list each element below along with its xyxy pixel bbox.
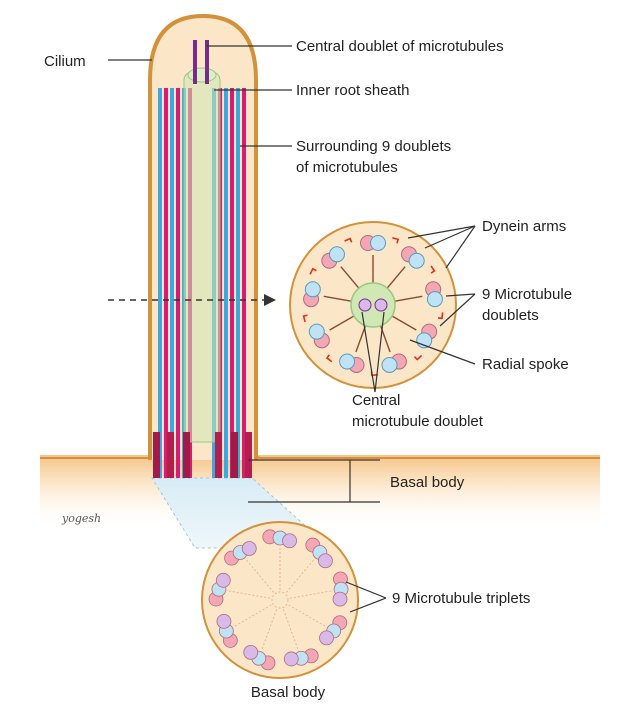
leader-dynein-1: [424, 225, 476, 249]
dynein-arm-1: [392, 236, 400, 244]
basal-spoke-4: [288, 604, 326, 627]
leader-dynein-3: [407, 225, 476, 239]
radial-spoke-9: [340, 266, 361, 291]
dynein-arm-6: [325, 354, 333, 363]
label-cilium: Cilium: [44, 53, 86, 70]
basal-body-cross-section: [201, 521, 359, 679]
doublet-b-7: [308, 323, 325, 340]
inner-root-sheath: [183, 71, 221, 443]
radial-spoke-7: [329, 314, 357, 331]
dynein-arm-8: [309, 267, 317, 275]
dynein-arm-4: [413, 354, 423, 361]
doublet-b-1: [370, 235, 386, 251]
basal-spoke-5: [282, 609, 299, 650]
basal-spoke-8: [228, 590, 271, 599]
basal-spoke-7: [234, 604, 272, 627]
label-mt-doublets-2: doublets: [482, 307, 539, 324]
artist-signature: yogesh: [61, 512, 101, 525]
doublet-b-9: [328, 246, 345, 263]
label-surrounding-doublets-1: Surrounding 9 doublets: [296, 138, 451, 155]
leader-lines: [108, 45, 476, 613]
leader-triplets-1: [345, 581, 387, 599]
axoneme-cross-section: [289, 221, 457, 389]
leader-central-mt-2: [374, 311, 385, 393]
basal-triplet-4: [215, 432, 222, 478]
radial-spoke-3: [392, 295, 423, 303]
radial-spoke-8: [323, 295, 354, 303]
triplet-1-3: [282, 533, 297, 549]
basal-triplet-2: [167, 432, 174, 478]
central-mt-left: [358, 298, 372, 312]
cell-surface: [40, 455, 600, 525]
triplet-8-3: [215, 572, 231, 588]
basal-triplet-5: [231, 432, 238, 478]
doublet-b-6: [339, 353, 356, 370]
triplet-6-3: [243, 644, 259, 660]
basal-spoke-3: [289, 590, 332, 599]
leader-dynein-2: [445, 225, 476, 269]
sheath-top: [187, 67, 217, 83]
dynein-arm-7: [302, 314, 308, 323]
arrow-head: [264, 294, 276, 306]
basal-spoke-2: [286, 559, 314, 593]
triplet-2-3: [317, 553, 333, 569]
label-central-doublet: Central doublet of microtubules: [296, 38, 504, 55]
triplet-3-3: [332, 591, 348, 607]
basal-triplet-1: [153, 432, 160, 478]
basal-triplet-6: [245, 432, 252, 478]
doublet-b-2: [408, 252, 425, 269]
central-mt-right: [374, 298, 388, 312]
basal-triplet-3: [183, 432, 190, 478]
triplet-9-3: [241, 541, 257, 556]
basal-spoke-9: [246, 559, 274, 593]
basal-body-tubes: [153, 432, 252, 478]
basal-section-center: [271, 591, 289, 609]
leader-triplets-2: [349, 597, 387, 613]
label-surrounding-doublets-2: of microtubules: [296, 159, 398, 176]
label-basal-body-bottom: Basal body: [251, 684, 326, 701]
label-basal-body-side: Basal body: [390, 474, 465, 491]
dynein-arm-3: [437, 312, 444, 320]
radial-spoke-4: [389, 314, 417, 331]
leader-mt-doublets-2: [439, 293, 476, 327]
doublet-b-5: [381, 356, 398, 373]
label-dynein-arms: Dynein arms: [482, 218, 566, 235]
radial-spoke-2: [385, 266, 406, 291]
label-central-mt-2: microtubule doublet: [352, 413, 484, 430]
label-radial-spoke: Radial spoke: [482, 356, 569, 373]
label-mt-doublets-1: 9 Microtubule: [482, 286, 572, 303]
dynein-arm-9: [344, 237, 353, 243]
basal-spoke-6: [261, 609, 278, 650]
triplet-4-3: [319, 630, 334, 646]
doublet-b-3: [426, 291, 443, 308]
label-microtubule-triplets: 9 Microtubule triplets: [392, 590, 530, 607]
triplet-5-3: [283, 651, 299, 667]
leader-mt-doublets-1: [445, 293, 476, 297]
doublet-b-8: [304, 281, 321, 298]
triplet-7-3: [216, 613, 232, 629]
label-inner-root-sheath: Inner root sheath: [296, 82, 409, 99]
leader-radial-spoke: [409, 339, 476, 365]
leader-central-mt-1: [361, 311, 376, 393]
central-sheath: [350, 282, 396, 328]
dynein-arm-2: [430, 265, 436, 274]
label-central-mt-1: Central: [352, 392, 400, 409]
